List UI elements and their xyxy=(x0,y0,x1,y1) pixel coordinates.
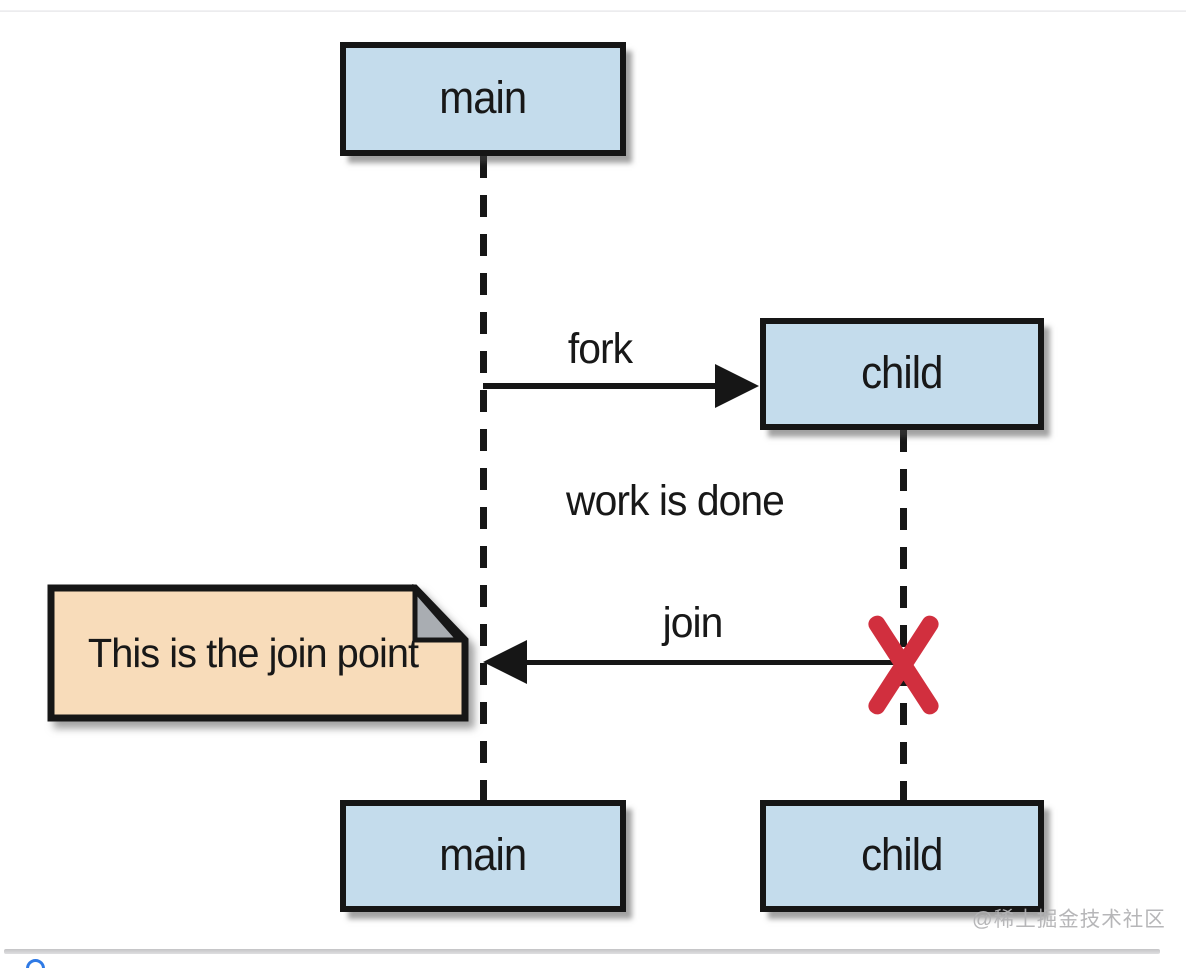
fork-arrow-line xyxy=(483,383,717,389)
note-fold-corner xyxy=(412,584,465,643)
note-body xyxy=(47,584,469,722)
actor-label-main-bottom: main xyxy=(439,828,527,880)
clipped-blue-circle-icon xyxy=(26,959,45,968)
actor-box-child-bottom: child xyxy=(760,800,1044,912)
watermark-text: @稀土掘金技术社区 xyxy=(972,908,1166,931)
child-lifeline xyxy=(900,430,907,802)
join-arrowhead-icon xyxy=(483,640,527,684)
actor-label-child-top: child xyxy=(861,346,943,398)
top-divider-line xyxy=(0,10,1186,12)
join-message-label: join xyxy=(662,599,724,647)
actor-box-main-top: main xyxy=(340,42,626,156)
actor-label-main-top: main xyxy=(439,71,527,123)
actor-label-child-bottom: child xyxy=(861,828,943,880)
bottom-divider-line xyxy=(4,949,1160,954)
fork-message-label: fork xyxy=(567,325,633,373)
destroy-x-icon xyxy=(861,608,945,722)
main-lifeline xyxy=(480,156,487,802)
work-is-done-label: work is done xyxy=(566,477,785,525)
note-text: This is the join point xyxy=(87,629,419,676)
note-shape xyxy=(47,584,469,722)
fork-arrowhead-icon xyxy=(715,364,759,408)
join-arrow-line xyxy=(523,660,903,665)
actor-box-main-bottom: main xyxy=(340,800,626,912)
actor-box-child-top: child xyxy=(760,318,1044,430)
